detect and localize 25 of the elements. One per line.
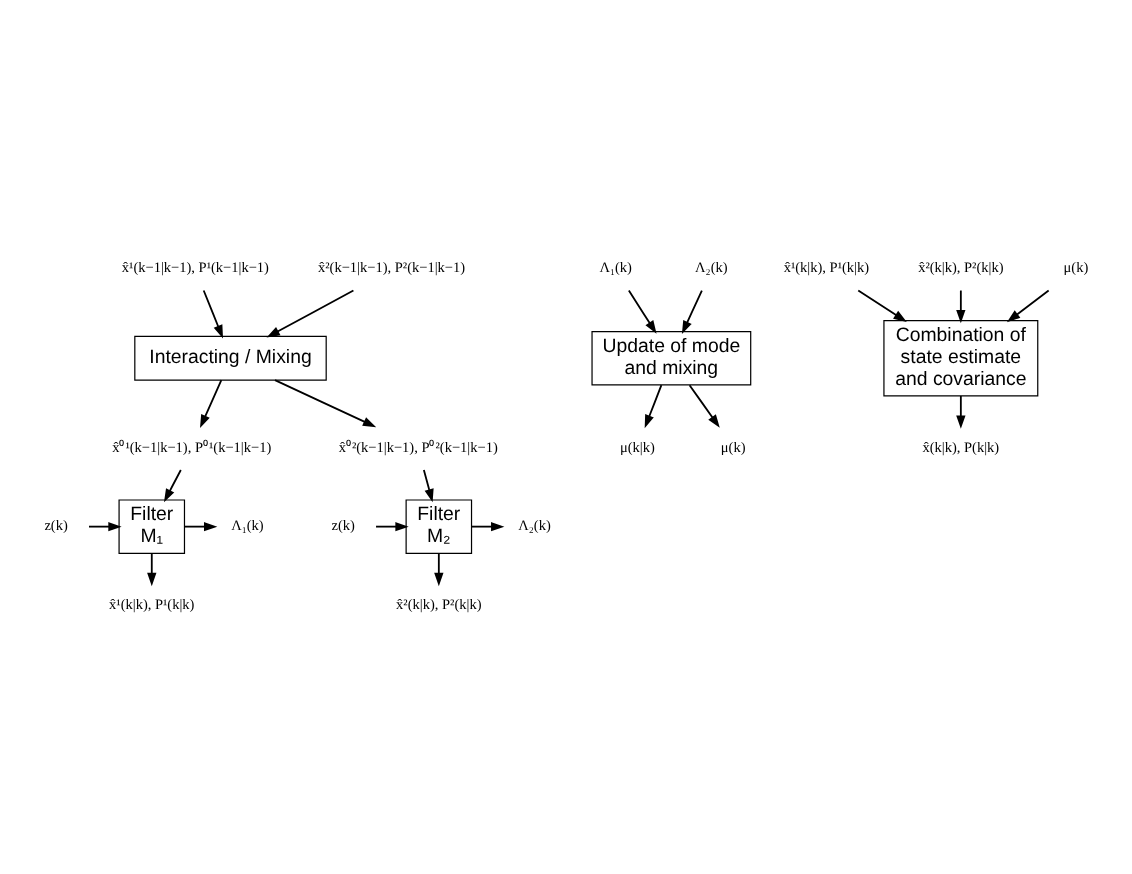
arrow xyxy=(202,289,224,339)
arrow xyxy=(644,384,663,429)
node-box: Combination of state estimate and covariance xyxy=(883,320,1039,397)
arrow xyxy=(470,521,505,532)
node-box: Filter M₁ xyxy=(118,499,186,554)
arrow xyxy=(88,521,122,532)
arrow xyxy=(164,469,182,503)
arrow xyxy=(422,469,434,503)
arrow xyxy=(183,521,218,532)
arrow xyxy=(688,384,720,428)
arrow xyxy=(375,521,409,532)
arrow xyxy=(627,289,657,334)
arrow xyxy=(266,289,355,338)
arrow xyxy=(857,289,907,322)
arrow xyxy=(274,379,377,428)
arrow xyxy=(681,289,703,335)
node-box: Interacting / Mixing xyxy=(134,335,327,381)
node-box: Update of mode and mixing xyxy=(591,331,752,386)
arrow xyxy=(956,289,966,324)
arrow xyxy=(147,552,157,587)
arrow xyxy=(434,552,444,587)
arrow xyxy=(1006,289,1050,323)
arrow xyxy=(200,379,223,429)
arrow xyxy=(956,395,966,429)
node-box: Filter M₂ xyxy=(405,499,473,554)
